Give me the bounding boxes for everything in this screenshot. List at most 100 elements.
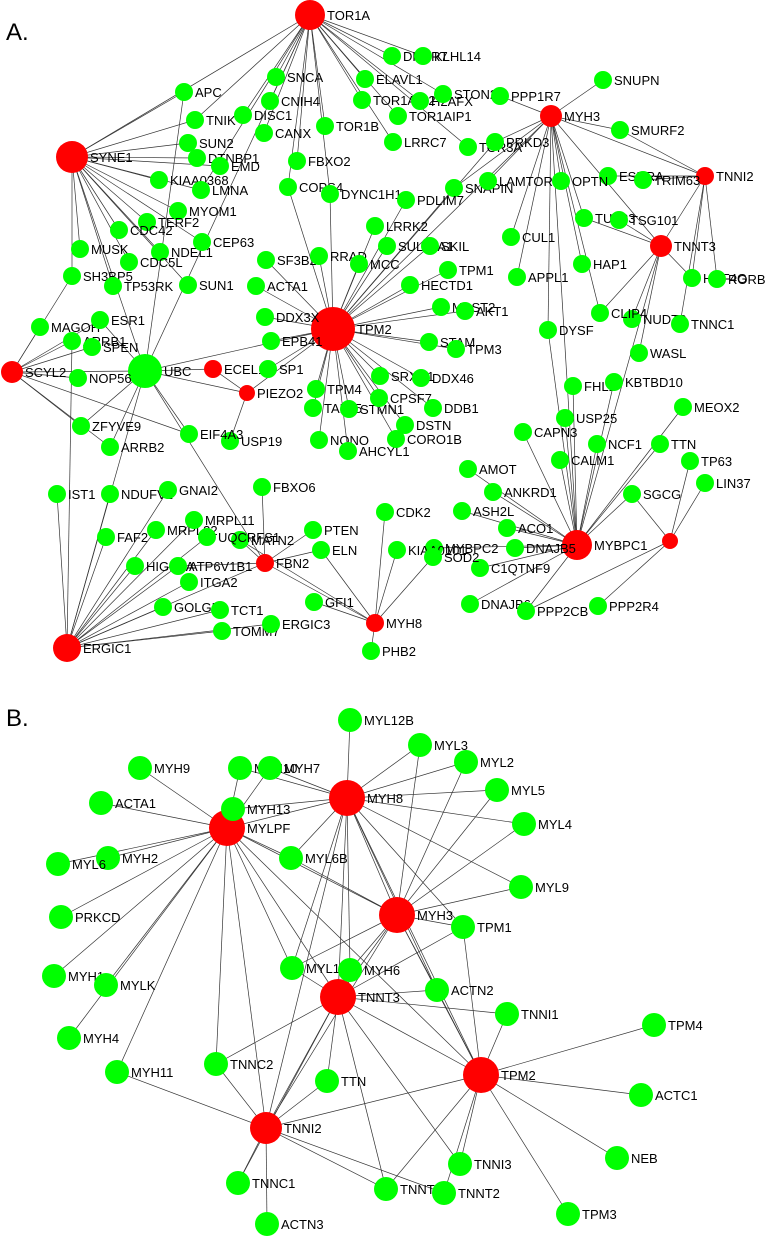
node-label-mrpl11: MRPL11 bbox=[205, 513, 255, 528]
node-sf3b2: SF3B2 bbox=[257, 251, 317, 269]
node-circle-arrb2 bbox=[101, 438, 119, 456]
node-myh7: MYH7 bbox=[258, 756, 320, 780]
node-uqcrfs1: UQCRFS1 bbox=[198, 528, 280, 546]
node-usp19: USP19 bbox=[221, 432, 282, 450]
node-circle-fbxo2 bbox=[288, 152, 306, 170]
node-epb41: EPB41 bbox=[262, 332, 322, 350]
node-itga2: ITGA2 bbox=[180, 573, 238, 591]
node-cul1: CUL1 bbox=[502, 228, 555, 246]
edge-myh8-actn2 bbox=[346, 797, 438, 991]
node-circle-c1qtnf9 bbox=[471, 559, 489, 577]
node-ddx3x: DDX3X bbox=[256, 308, 320, 326]
node-label-ash2l: ASH2L bbox=[473, 504, 514, 519]
node-circle-myh2 bbox=[96, 846, 120, 870]
node-label-tp63: TP63 bbox=[701, 454, 732, 469]
edge-tnnt3-nudt3 bbox=[631, 245, 662, 320]
node-circle-neb bbox=[605, 1146, 629, 1170]
node-label-sp1: SP1 bbox=[279, 362, 304, 377]
hub-node-tnnt3 bbox=[320, 979, 356, 1015]
node-tpm3: TPM3 bbox=[556, 1202, 617, 1226]
node-cnih4: CNIH4 bbox=[261, 92, 320, 110]
node-label-hap1: HAP1 bbox=[593, 257, 627, 272]
edge-mybpc1-ttn_a bbox=[576, 443, 661, 546]
node-cdk2: CDK2 bbox=[376, 503, 431, 521]
node-label-tpm3_a: TPM3 bbox=[467, 342, 502, 357]
node-label-wasl: WASL bbox=[650, 346, 686, 361]
node-label-myl3: MYL3 bbox=[434, 738, 468, 753]
node-snupn: SNUPN bbox=[594, 71, 660, 89]
node-label-myl1: MYL1 bbox=[306, 961, 340, 976]
node-circle-eln bbox=[312, 541, 330, 559]
node-apc: APC bbox=[175, 83, 222, 101]
node-label-myh13: MYH13 bbox=[247, 802, 290, 817]
node-phb2: PHB2 bbox=[362, 642, 416, 660]
node-circle-srxn1 bbox=[371, 367, 389, 385]
edge-tnnt3-tpm1 bbox=[337, 926, 464, 998]
edge-myh3-tpm2 bbox=[332, 115, 552, 330]
node-mybpc1: MYBPC1 bbox=[562, 530, 647, 560]
edge-lin37_hub-ppp2cb bbox=[525, 540, 671, 612]
node-label-ergic3: ERGIC3 bbox=[282, 617, 330, 632]
node-myl6: MYL6 bbox=[46, 852, 106, 876]
node-myh3: MYH3 bbox=[379, 897, 453, 933]
edge-syne1-ubc bbox=[71, 156, 146, 372]
node-matn2: MATN2 bbox=[231, 531, 294, 549]
node-ttn: TTN bbox=[315, 1069, 366, 1093]
node-circle-cnih4 bbox=[261, 92, 279, 110]
edge-myh8-myl2 bbox=[346, 761, 467, 799]
node-tpm3_a: TPM3 bbox=[447, 340, 502, 358]
node-circle-coro1b bbox=[387, 430, 405, 448]
edge-myh8-fbn2 bbox=[264, 562, 376, 624]
node-label-pten: PTEN bbox=[324, 523, 359, 538]
node-label-myh6: MYH6 bbox=[364, 963, 400, 978]
hub-node-scyl2 bbox=[1, 361, 23, 383]
edge-mybpc1-ankrd1 bbox=[492, 491, 578, 546]
edge-ubc-apc bbox=[144, 91, 185, 372]
node-label-eln: ELN bbox=[332, 543, 357, 558]
node-circle-meox2 bbox=[674, 398, 692, 416]
edge-myh8-myh13 bbox=[232, 797, 348, 810]
node-myh11: MYH11 bbox=[105, 1060, 173, 1084]
node-label-actn3: ACTN3 bbox=[281, 1217, 324, 1232]
node-circle-skil bbox=[421, 237, 439, 255]
node-sp1: SP1 bbox=[259, 360, 304, 378]
node-sod2: SOD2 bbox=[424, 548, 479, 566]
node-terf2: TERF2 bbox=[138, 213, 199, 231]
edge-tnni2-tnnc1_a bbox=[679, 175, 706, 325]
edge-mybpc1-dysf bbox=[547, 329, 578, 546]
edge-tnnt3-mybpc1 bbox=[576, 245, 662, 546]
node-label-epb41: EPB41 bbox=[282, 334, 322, 349]
node-appl1: APPL1 bbox=[508, 268, 568, 286]
node-label-klhl14: KLHL14 bbox=[434, 49, 481, 64]
edge-tor1a-klhl14 bbox=[309, 14, 424, 57]
node-ergic3: ERGIC3 bbox=[262, 615, 330, 633]
node-label-tpm1: TPM1 bbox=[477, 920, 512, 935]
node-label-fbxo2: FBXO2 bbox=[308, 154, 351, 169]
node-label-tor1b: TOR1B bbox=[336, 119, 379, 134]
edge-tnnt3-tnni3 bbox=[337, 996, 461, 1165]
edge-myh8-myh10 bbox=[239, 767, 348, 799]
node-circle-tp53rk bbox=[104, 277, 122, 295]
node-circle-sh3bp5 bbox=[63, 267, 81, 285]
node-lrrc7: LRRC7 bbox=[384, 133, 447, 151]
node-circle-golgb1 bbox=[154, 598, 172, 616]
node-canx: CANX bbox=[255, 124, 311, 142]
node-label-sh3bp5: SH3BP5 bbox=[83, 269, 133, 284]
edge-fbn2-eln bbox=[264, 549, 322, 564]
node-circle-nop56 bbox=[69, 369, 87, 387]
edge-scyl2-arrb1 bbox=[11, 340, 73, 373]
node-nop56: NOP56 bbox=[69, 369, 132, 387]
edge-mybpc1-usp25 bbox=[564, 417, 578, 546]
node-label-terf2: TERF2 bbox=[158, 215, 199, 230]
node-ttn_a: TTN bbox=[651, 435, 696, 453]
node-label-acta1_a: ACTA1 bbox=[267, 279, 308, 294]
edge-myh3-lamtor5 bbox=[487, 115, 552, 182]
node-label-dysf: DYSF bbox=[559, 323, 594, 338]
edge-scyl2-arrb2 bbox=[11, 371, 111, 448]
node-label-myl6: MYL6 bbox=[72, 857, 106, 872]
edge-fbn2-pten bbox=[264, 529, 314, 564]
node-tor1b: TOR1B bbox=[316, 117, 379, 135]
node-meox2: MEOX2 bbox=[674, 398, 740, 416]
node-circle-ppp1r7 bbox=[491, 87, 509, 105]
edge-myh3-appl1 bbox=[516, 115, 552, 278]
